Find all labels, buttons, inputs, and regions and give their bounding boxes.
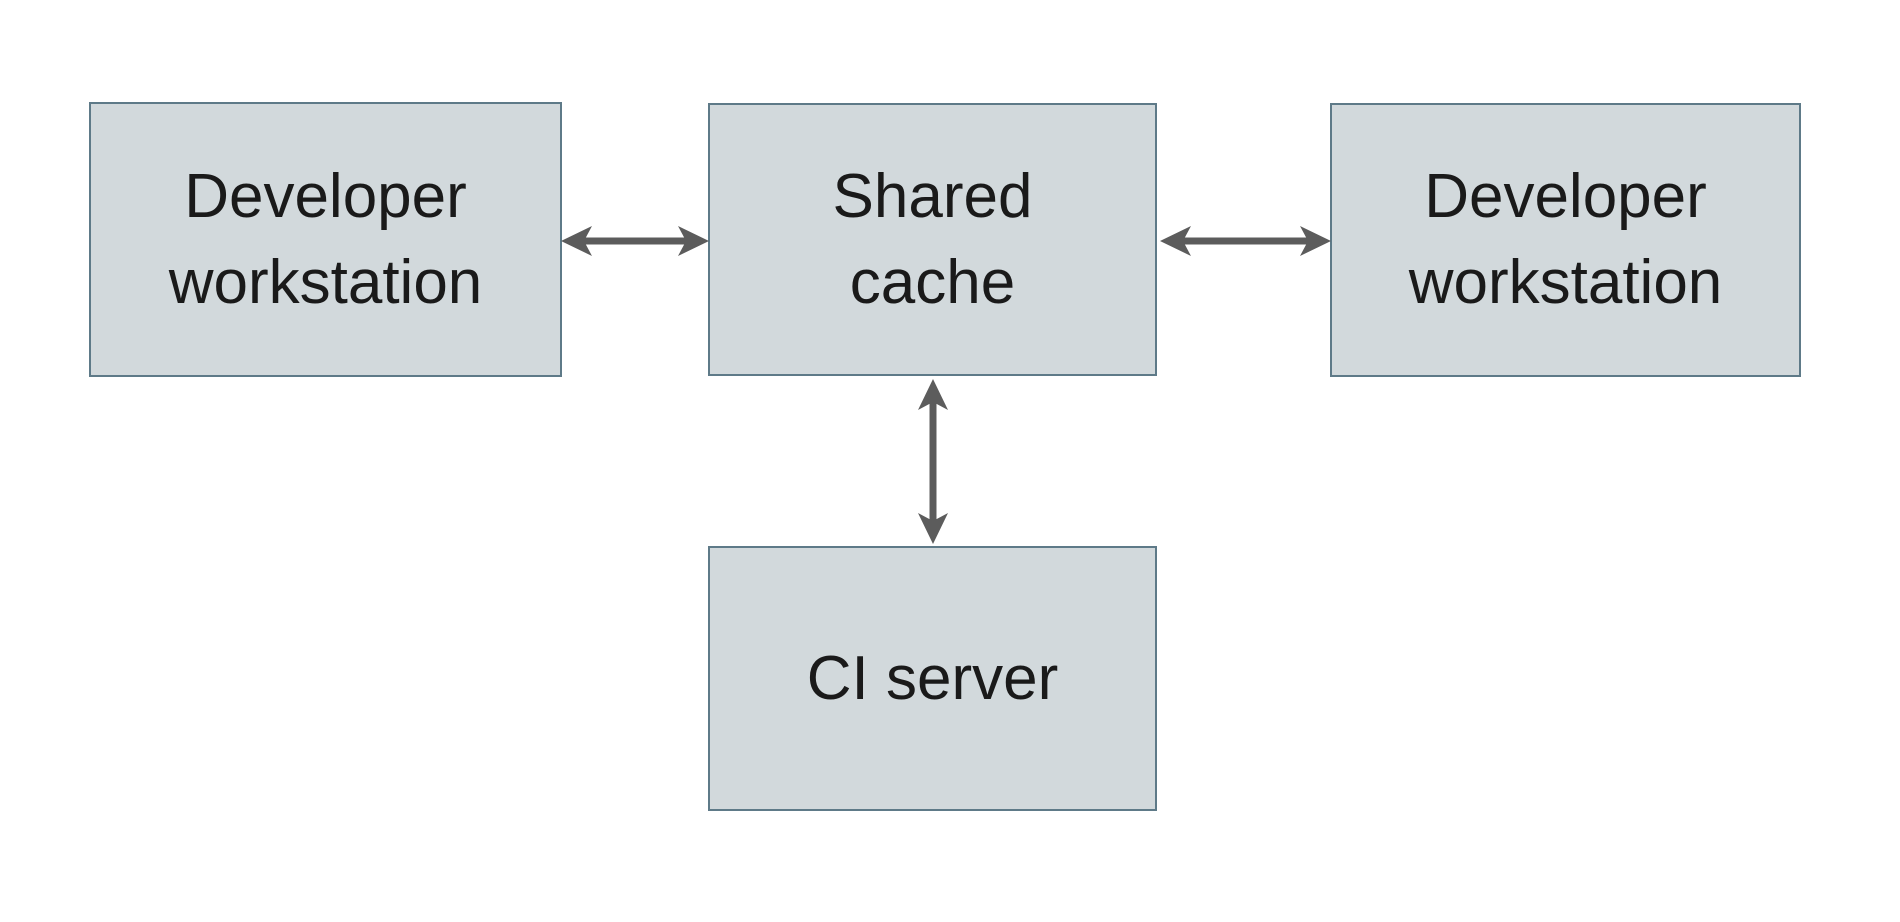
node-ci-server: CI server — [708, 546, 1157, 811]
node-label-line: Developer — [184, 161, 467, 231]
node-developer-workstation-right: Developer workstation — [1330, 103, 1801, 377]
node-label-line: cache — [849, 247, 1016, 317]
double-arrow-horizontal-icon — [1159, 219, 1332, 263]
node-shared-cache: Shared cache — [708, 103, 1157, 376]
double-arrow-vertical-icon — [911, 378, 955, 545]
node-label-line: Developer — [1424, 162, 1707, 231]
node-developer-workstation-left: Developer workstation — [89, 102, 562, 377]
node-label-line: workstation — [1408, 248, 1723, 317]
double-arrow-horizontal-icon — [560, 219, 710, 263]
node-label-line: CI server — [806, 643, 1059, 713]
node-label-line: Shared — [832, 161, 1033, 231]
node-label-line: workstation — [168, 247, 483, 317]
